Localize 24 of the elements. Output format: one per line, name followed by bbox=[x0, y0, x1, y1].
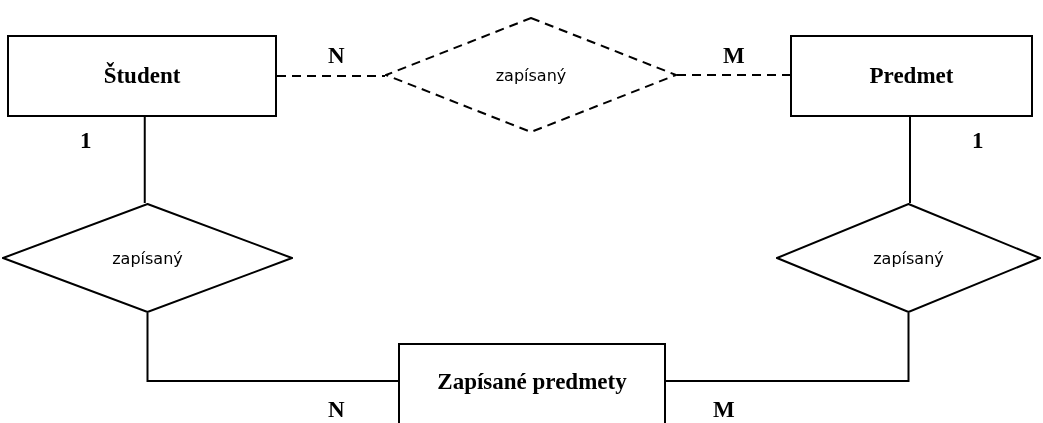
entity-name: Študent bbox=[103, 63, 181, 89]
cardinality-label: M bbox=[723, 44, 745, 67]
connector-line bbox=[676, 74, 791, 76]
entity-name: Predmet bbox=[869, 63, 954, 89]
connector-line bbox=[276, 75, 386, 77]
relationship-diamond bbox=[2, 203, 293, 313]
connector-line bbox=[143, 116, 146, 204]
cardinality-label: M bbox=[713, 398, 735, 421]
cardinality-label: N bbox=[328, 44, 345, 67]
entity-box bbox=[398, 343, 666, 423]
cardinality-label: 1 bbox=[80, 129, 92, 152]
entity-name: Zapísané predmety bbox=[437, 369, 627, 395]
relationship-name: zapísaný bbox=[495, 65, 567, 85]
cardinality-label: 1 bbox=[972, 129, 984, 152]
connector-line bbox=[665, 312, 910, 382]
relationship-diamond bbox=[385, 17, 677, 133]
relationship-name: zapísaný bbox=[112, 248, 183, 268]
entity-box bbox=[7, 35, 277, 117]
relationship-name: zapísaný bbox=[873, 248, 944, 268]
connector-line bbox=[146, 312, 399, 382]
entity-box bbox=[790, 35, 1033, 117]
connector-line bbox=[909, 116, 911, 204]
relationship-diamond bbox=[776, 203, 1041, 313]
cardinality-label: N bbox=[328, 398, 345, 421]
